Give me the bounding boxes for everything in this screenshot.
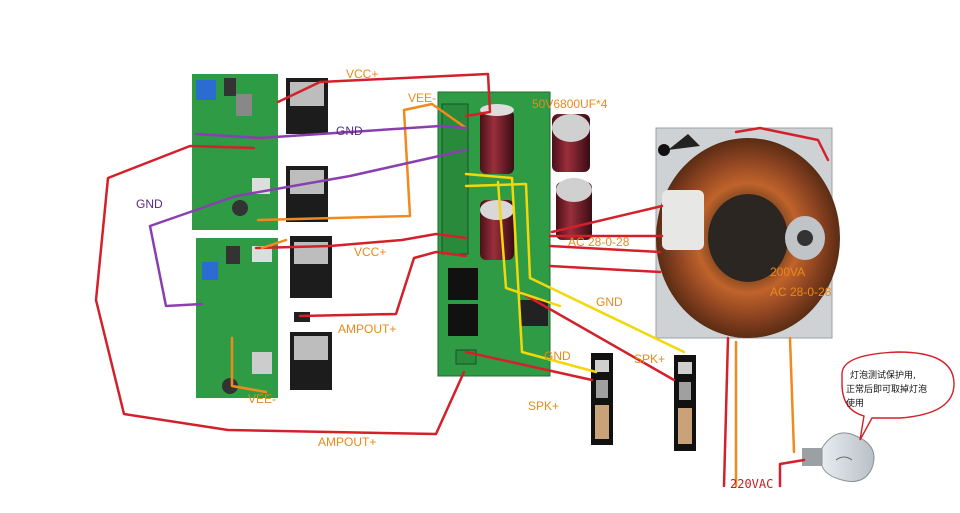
light-bulb (802, 432, 875, 482)
wire-vcc-mid (254, 232, 468, 250)
wire-ac-4 (550, 204, 664, 234)
label-gnd-mid: GND (336, 124, 363, 138)
wire-gnd-yellow-2 (464, 182, 686, 354)
wire-gnd-yellow-3 (496, 180, 562, 308)
label-gnd-left: GND (136, 197, 163, 211)
label-ampout-bottom: AMPOUT+ (318, 435, 376, 449)
wire-ampout-mid (298, 250, 468, 318)
label-transformer-va: 200VA (770, 265, 805, 279)
speaker-left (591, 353, 613, 445)
label-spk-left: SPK+ (528, 399, 559, 413)
toroidal-transformer (655, 127, 840, 339)
wire-vee-mid (260, 238, 288, 250)
wire-mains (722, 336, 730, 488)
wire-ac-3 (548, 264, 662, 274)
note-line-2: 正常后即可取掉灯泡 (846, 383, 927, 395)
label-transformer-ac: AC 28-0-28 (770, 285, 832, 299)
wire-mains-bulb (778, 458, 806, 488)
label-gnd-right: GND (596, 295, 623, 309)
label-vcc-mid: VCC+ (354, 245, 386, 259)
label-mains: 220VAC (730, 477, 773, 491)
label-gnd-bottom: GND (544, 349, 571, 363)
wire-gnd-yellow-1 (464, 172, 598, 374)
wire-transformer-top (734, 126, 830, 162)
note-line-3: 使用 (846, 397, 864, 409)
wire-gnd-top (194, 124, 468, 140)
wire-vcc-top (276, 72, 492, 118)
label-vcc-top: VCC+ (346, 67, 378, 81)
wire-vee-bottom (230, 336, 268, 394)
wire-spk-right (518, 290, 676, 382)
label-vee-bottom: VEE- (248, 392, 276, 406)
note-line-1: 灯泡测试保护用, (850, 369, 916, 381)
label-capacitors: 50V6800UF*4 (532, 97, 608, 111)
label-ampout-mid: AMPOUT+ (338, 322, 396, 336)
amp-board-bottom (196, 236, 332, 398)
wire-spk-left (464, 350, 594, 382)
power-supply-board (437, 91, 592, 377)
wire-vcc-left-loop (94, 144, 466, 436)
label-ac-board: AC 28-0-28 (568, 235, 630, 249)
wire-transformer-out (788, 336, 796, 454)
amp-board-top (192, 74, 328, 230)
note-bubble: 灯泡测试保护用, 正常后即可取掉灯泡 使用 (841, 351, 955, 441)
wire-ac-2 (548, 244, 662, 254)
label-spk-right: SPK+ (634, 352, 665, 366)
filter-capacitors (480, 104, 592, 260)
wire-vee-top (256, 102, 468, 222)
speaker-right (674, 355, 696, 451)
label-vee-top: VEE- (408, 91, 436, 105)
wire-gnd-left (148, 148, 468, 308)
